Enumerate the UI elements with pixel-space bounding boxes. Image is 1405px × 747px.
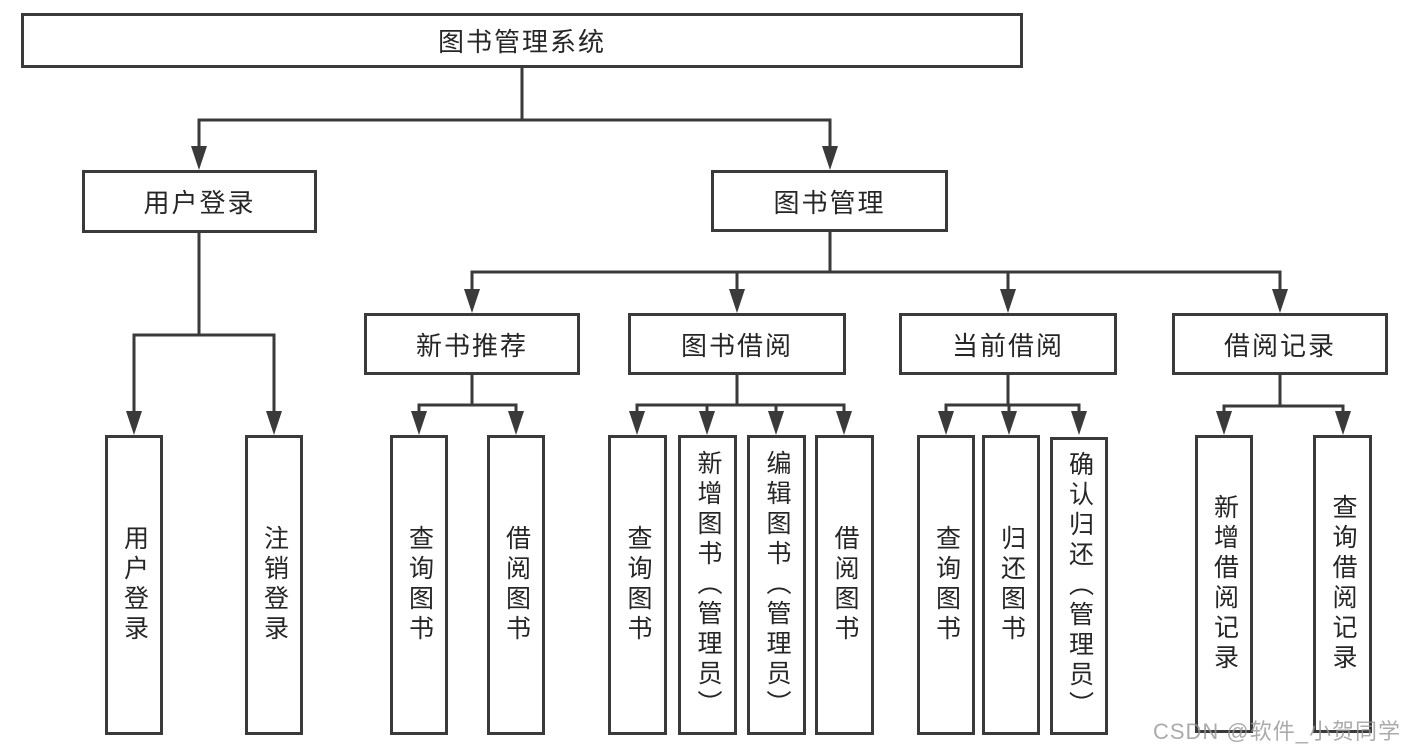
- leaf-user-login: 用户登录: [105, 435, 163, 735]
- leaf-label: 查询图书: [932, 525, 961, 645]
- leaf-logout: 注销登录: [245, 435, 303, 735]
- leaf-borrow-books-recommend: 借阅图书: [487, 435, 545, 735]
- node-root-library-system: 图书管理系统: [21, 13, 1023, 68]
- node-book-borrow: 图书借阅: [628, 313, 846, 375]
- leaf-label: 新增借阅记录: [1210, 494, 1239, 674]
- node-user-login: 用户登录: [82, 170, 317, 233]
- leaf-query-borrow-record: 查询借阅记录: [1313, 435, 1372, 733]
- node-current-borrow: 当前借阅: [899, 313, 1117, 375]
- leaf-label: 确认归还（管理员）: [1065, 451, 1094, 721]
- node-label: 新书推荐: [415, 330, 528, 361]
- leaf-borrow-books-2: 借阅图书: [815, 435, 874, 735]
- node-label: 借阅记录: [1223, 330, 1336, 361]
- leaf-return-book: 归还图书: [982, 435, 1040, 735]
- leaf-label: 注销登录: [260, 525, 289, 645]
- node-new-book-recommend: 新书推荐: [364, 313, 580, 375]
- leaf-query-books-borrow: 查询图书: [608, 435, 667, 735]
- node-label: 图书管理: [773, 187, 886, 218]
- leaf-query-books-current: 查询图书: [917, 435, 975, 735]
- node-label: 当前借阅: [951, 330, 1064, 361]
- leaf-query-books-recommend: 查询图书: [390, 435, 448, 735]
- node-book-management: 图书管理: [711, 170, 948, 232]
- leaf-confirm-return-admin: 确认归还（管理员）: [1050, 437, 1108, 735]
- leaf-label: 归还图书: [997, 525, 1026, 645]
- leaf-label: 查询借阅记录: [1329, 494, 1357, 674]
- leaf-add-borrow-record: 新增借阅记录: [1195, 435, 1253, 733]
- leaf-label: 用户登录: [120, 525, 149, 645]
- node-label: 图书借阅: [680, 330, 793, 361]
- leaf-label: 查询图书: [624, 525, 652, 645]
- leaf-label: 借阅图书: [502, 525, 531, 645]
- leaf-add-book-admin: 新增图书（管理员）: [678, 435, 737, 735]
- leaf-edit-book-admin: 编辑图书（管理员）: [747, 435, 806, 735]
- leaf-label: 新增图书（管理员）: [694, 450, 722, 720]
- node-borrow-records: 借阅记录: [1172, 313, 1388, 375]
- leaf-label: 借阅图书: [831, 525, 859, 645]
- csdn-watermark: CSDN @软件_小贺同学: [1152, 719, 1401, 744]
- node-label: 图书管理系统: [437, 27, 606, 57]
- node-label: 用户登录: [143, 188, 256, 218]
- leaf-label: 编辑图书（管理员）: [763, 450, 791, 720]
- leaf-label: 查询图书: [405, 525, 434, 645]
